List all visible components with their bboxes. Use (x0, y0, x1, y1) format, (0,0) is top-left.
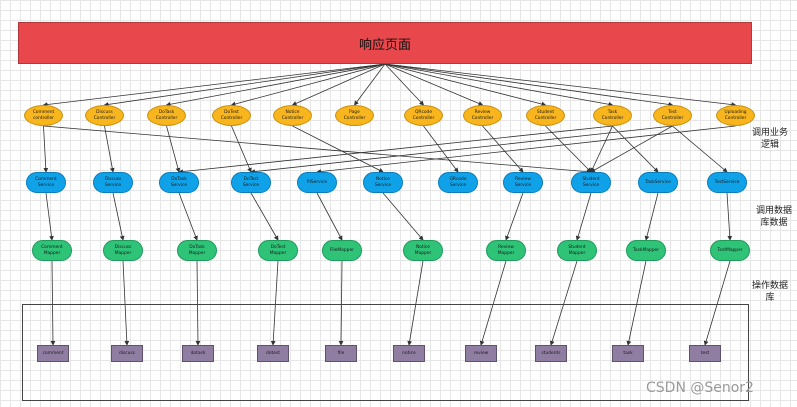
edge-c2-s2 (104, 125, 115, 173)
edge-c1-s9 (43, 125, 592, 175)
edge-s4-m4 (250, 192, 279, 241)
edge-c3-s3 (166, 125, 181, 173)
edge-header-c5 (291, 63, 386, 106)
comment-mapper: Comment Mapper (32, 240, 72, 261)
file-service: filService (297, 172, 337, 193)
edge-m1-t1 (50, 260, 56, 346)
edge-s2-m2 (112, 192, 125, 241)
notice-service: Notice Service (363, 172, 403, 193)
edge-header-c1 (42, 63, 386, 107)
test-table: test (689, 345, 721, 362)
edge-header-c8 (384, 63, 484, 106)
edge-c1-s1 (43, 125, 49, 173)
edge-s9-m8 (575, 192, 592, 241)
dotest-table: dotest (257, 345, 289, 362)
response-page-block: 响应页面 (18, 22, 752, 64)
response-page-title: 响应页面 (358, 37, 411, 53)
edge-c8-s8 (482, 125, 524, 173)
edge-m2-t2 (122, 260, 130, 346)
dotask-service: DoTask Service (159, 172, 199, 193)
students-table: students (535, 345, 567, 362)
edge-c12-s5 (316, 125, 736, 174)
edge-c5-s6 (292, 125, 384, 173)
edge-c10-s9 (590, 125, 613, 173)
notice-mapper: Notice Mapper (403, 240, 443, 261)
file-table: file (325, 345, 357, 362)
test-mapper: TestMapper (710, 240, 750, 261)
edge-c10-s10 (612, 125, 659, 173)
edge-c11-s4 (250, 125, 673, 174)
test-service: TestService (707, 172, 747, 193)
edge-c10-s3 (178, 125, 613, 174)
edge-c9-s9 (545, 125, 592, 173)
review-table: review (465, 345, 497, 362)
dotest-controller: DoTest Controller (212, 105, 251, 126)
edge-s8-m7 (505, 192, 524, 241)
dotest-mapper: DoTest Mapper (258, 240, 298, 261)
student-service: Student Service (571, 172, 611, 193)
edge-header-c7 (384, 63, 425, 106)
edge-m5-t5 (338, 260, 344, 346)
edge-m9-t9 (626, 260, 647, 346)
edge-m10-t10 (703, 260, 731, 346)
page-controller: Page Controller (335, 105, 374, 126)
notice-table: notice (393, 345, 425, 362)
edge-s1-m1 (45, 192, 54, 241)
edge-header-c12 (384, 63, 737, 107)
edge-s6-m6 (382, 192, 424, 241)
edge-header-c9 (384, 63, 547, 107)
test-controller: Test Controller (653, 105, 692, 126)
dotask-mapper: DoTask Mapper (177, 240, 217, 261)
task-table: task (612, 345, 644, 362)
file-mapper: FileMapper (322, 240, 362, 261)
edge-m6-t6 (407, 260, 424, 346)
database-ops-label: 操作数据 库 (751, 281, 788, 303)
edge-c11-s9 (590, 125, 673, 173)
data-access-label: 调用数据 库数据 (755, 206, 792, 228)
comment-service: Comment Service (26, 172, 66, 193)
edge-header-c6 (354, 63, 386, 106)
edge-header-c3 (165, 63, 386, 107)
discuss-mapper: Discuss Mapper (103, 240, 143, 261)
discuss-service: Discuss Service (93, 172, 133, 193)
dotask-table: dotask (182, 345, 214, 362)
edge-s5-m5 (316, 192, 343, 241)
review-controller: Review Controller (463, 105, 502, 126)
edge-header-c10 (384, 63, 614, 107)
dotask-controller: DoTask Controller (147, 105, 186, 126)
task-controller: Task Controller (593, 105, 632, 126)
edge-c11-s11 (672, 125, 728, 173)
business-logic-label: 调用业务 逻辑 (751, 128, 788, 150)
edge-m4-t4 (270, 260, 279, 346)
comment-controller: Comment controller (24, 105, 63, 126)
student-mapper: Student Mapper (557, 240, 597, 261)
database-frame (22, 304, 749, 401)
edge-m7-t7 (479, 260, 507, 346)
student-controller: Student Controller (526, 105, 565, 126)
review-service: Review Service (503, 172, 543, 193)
dotest-service: DoTest Service (231, 172, 271, 193)
comment-table: comment (37, 345, 69, 362)
review-mapper: Review Mapper (486, 240, 526, 261)
edge-s11-m10 (726, 192, 733, 241)
qrcode-service: QRcode Service (438, 172, 478, 193)
edge-header-c4 (230, 63, 386, 107)
edge-c7-s7 (423, 125, 459, 173)
edge-m8-t8 (549, 260, 578, 346)
task-service: TaskService (638, 172, 678, 193)
task-mapper: TaskMapper (626, 240, 666, 261)
edge-header-c11 (384, 63, 674, 107)
discuss-table: discuss (111, 345, 143, 362)
qrcode-controller: QRcode Controller (404, 105, 443, 126)
edge-s10-m9 (644, 192, 659, 241)
discuss-controller: Discuss Controller (85, 105, 124, 126)
uploading-controller: Uploading Controller (716, 105, 755, 126)
edge-s3-m3 (178, 192, 198, 241)
notice-controller: Notice Controller (273, 105, 312, 126)
edge-m3-t3 (195, 260, 201, 346)
edge-header-c2 (103, 63, 386, 107)
watermark: CSDN @Senor2 (646, 380, 754, 396)
